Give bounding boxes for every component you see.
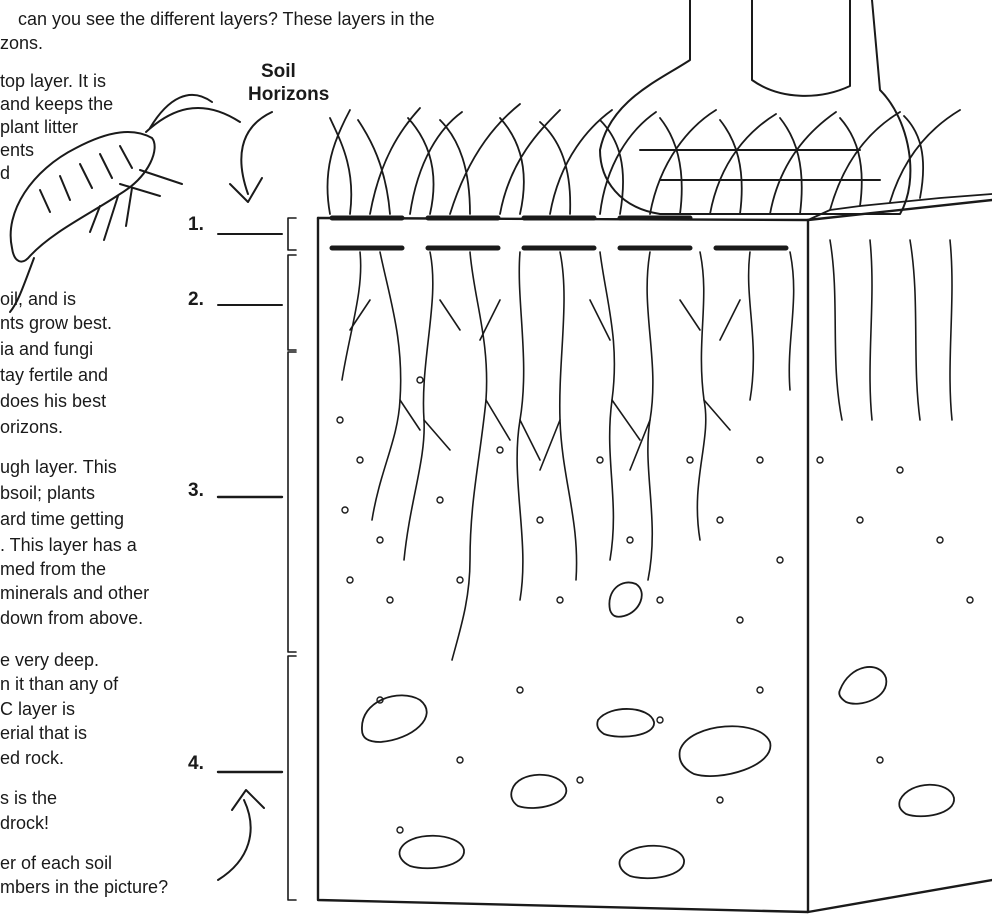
roots [342, 240, 952, 660]
grass [327, 104, 992, 220]
up-arrow-icon [218, 790, 264, 880]
springtail-insect-icon [10, 95, 240, 312]
horizon-brackets [288, 218, 296, 900]
down-arrow-icon [230, 112, 272, 202]
rocks [362, 582, 954, 878]
soil-block [318, 200, 992, 912]
horizon-dashes [332, 218, 786, 248]
boot-icon [600, 0, 910, 214]
pebbles [337, 377, 973, 833]
leader-lines [218, 234, 282, 772]
